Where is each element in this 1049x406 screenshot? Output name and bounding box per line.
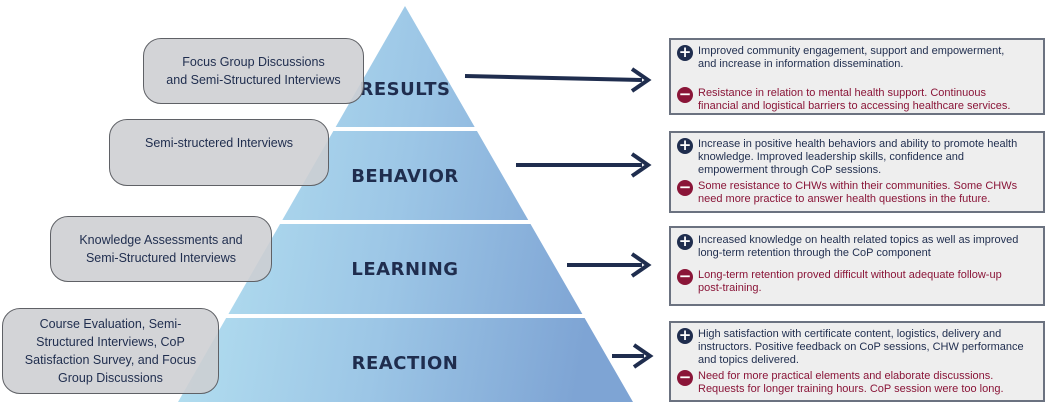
outcome-box-results: + Improved community engagement, support… [669, 38, 1045, 115]
plus-icon: + [677, 232, 693, 250]
level-label-reaction: REACTION [351, 353, 459, 374]
minus-icon: − [677, 267, 693, 285]
minus-icon: − [677, 85, 693, 103]
pyramid-shape [178, 6, 633, 402]
outcome-box-learning: + Increased knowledge on health related … [669, 226, 1045, 306]
method-text: Focus Group Discussions and Semi-Structu… [166, 55, 341, 87]
level-label-behavior: BEHAVIOR [351, 166, 459, 187]
plus-icon: + [677, 43, 693, 61]
minus-icon: − [677, 368, 693, 386]
positive-outcome: Increased knowledge on health related to… [698, 234, 1019, 259]
method-text: Semi-structered Interviews [145, 135, 293, 150]
method-text: Knowledge Assessments and Semi-Structure… [79, 233, 243, 265]
level-label-results: RESULTS [359, 79, 451, 100]
positive-outcome: High satisfaction with certificate conte… [698, 328, 1024, 366]
method-pill-learning: Knowledge Assessments and Semi-Structure… [50, 216, 272, 282]
outcome-box-reaction: + High satisfaction with certificate con… [669, 321, 1045, 402]
negative-outcome: Long-term retention proved difficult wit… [698, 269, 1002, 294]
arrow-results [464, 67, 652, 93]
positive-outcome: Increase in positive health behaviors an… [698, 138, 1018, 176]
method-pill-behavior: Semi-structered Interviews [109, 119, 329, 186]
plus-icon: + [677, 136, 693, 154]
method-pill-reaction: Course Evaluation, Semi- Structured Inte… [2, 308, 219, 394]
outcome-box-behavior: + Increase in positive health behaviors … [669, 131, 1045, 213]
negative-outcome: Resistance in relation to mental health … [698, 87, 1011, 112]
method-pill-results: Focus Group Discussions and Semi-Structu… [143, 38, 364, 104]
minus-icon: − [677, 178, 693, 196]
level-label-learning: LEARNING [351, 259, 459, 280]
arrow-reaction [612, 343, 654, 369]
negative-outcome: Some resistance to CHWs within their com… [698, 180, 1018, 205]
arrow-behavior [516, 152, 652, 178]
positive-outcome: Improved community engagement, support a… [698, 45, 1005, 70]
plus-icon: + [677, 326, 693, 344]
arrow-learning [567, 252, 652, 278]
method-text: Course Evaluation, Semi- Structured Inte… [24, 317, 197, 385]
negative-outcome: Need for more practical elements and ela… [698, 370, 1004, 395]
